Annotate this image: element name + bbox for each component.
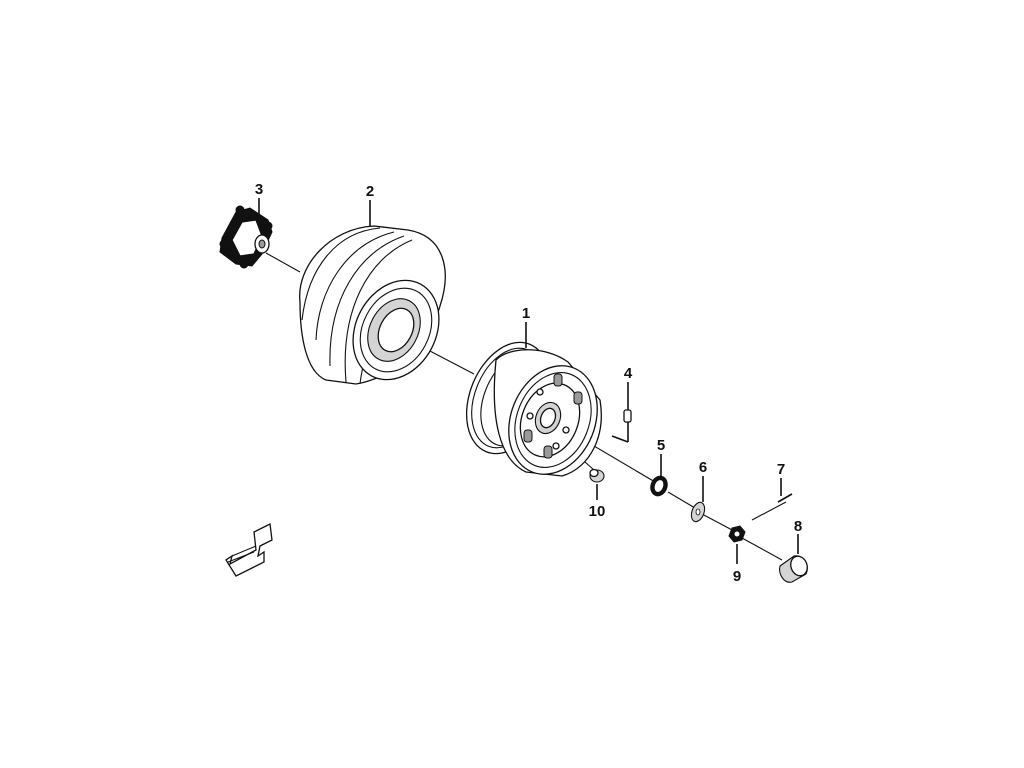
callout-part-10: 10 (589, 503, 606, 520)
wheel-hub-icon (219, 205, 273, 269)
callout-labels: 1 2 3 4 5 6 7 8 9 10 (255, 181, 802, 585)
hub-cap-icon (779, 555, 808, 583)
callout-part-4: 4 (624, 365, 633, 382)
flat-washer-icon (690, 501, 706, 523)
callout-part-9: 9 (733, 568, 741, 585)
callout-part-2: 2 (366, 183, 374, 200)
callout-part-1: 1 (522, 305, 530, 322)
ring-washer-icon (650, 475, 668, 497)
castle-nut-icon (728, 525, 746, 543)
wheel-rim-icon (465, 341, 602, 477)
callout-part-3: 3 (255, 181, 263, 198)
callout-part-8: 8 (794, 518, 802, 535)
callout-part-5: 5 (657, 437, 665, 454)
cotter-pin-icon (777, 493, 793, 503)
valve-stem-icon (611, 409, 632, 443)
lug-nut-icon (589, 468, 605, 483)
callout-part-6: 6 (699, 459, 707, 476)
callout-part-7: 7 (777, 461, 785, 478)
tire-icon (299, 225, 446, 385)
front-direction-arrow-icon (225, 523, 273, 577)
leader-lines (258, 198, 799, 564)
